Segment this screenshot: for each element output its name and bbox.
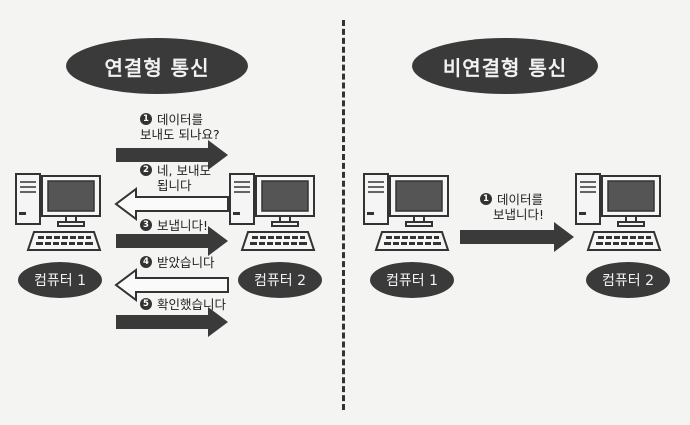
right-step-1: 1 데이터를 보냅니다! — [480, 192, 544, 222]
arrow-connectionless-right — [460, 222, 574, 252]
arrow-step1-right — [116, 140, 228, 170]
step-line: 됩니다 — [157, 178, 192, 193]
step-number: 4 — [140, 256, 152, 268]
left-step-2: 2 네, 보내도 됩니다 — [140, 163, 211, 193]
arrow-right-icon — [116, 307, 228, 337]
step-line: 확인했습니다 — [157, 297, 227, 312]
step-number: 3 — [140, 219, 152, 231]
step-number: 1 — [480, 193, 492, 205]
step-text: 데이터를 보냅니다! — [493, 192, 544, 222]
computer-icon — [229, 173, 316, 251]
arrow-right-icon — [116, 140, 228, 170]
computer-icon — [15, 173, 102, 251]
left-step-5: 5 확인했습니다 — [140, 297, 226, 312]
step-line: 데이터를 — [497, 192, 544, 207]
left-pc1-label-text: 컴퓨터 1 — [34, 273, 86, 289]
arrow-left-icon — [114, 187, 229, 221]
section-divider — [342, 20, 345, 410]
step-number: 5 — [140, 298, 152, 310]
arrow-step2-left — [114, 187, 229, 221]
keyboard-icon — [374, 231, 450, 251]
computer-icon — [575, 173, 662, 251]
arrow-right-icon — [460, 222, 574, 252]
arrow-step4-left — [114, 268, 229, 302]
right-computer-2 — [574, 170, 674, 260]
step-text: 네, 보내도 됩니다 — [157, 163, 211, 193]
step-line: 받았습니다 — [157, 255, 215, 270]
keyboard-icon — [240, 231, 316, 251]
computer-icon — [363, 173, 450, 251]
arrow-left-icon — [114, 268, 229, 302]
left-computer-1 — [14, 170, 114, 260]
step-text: 데이터를 보내도 되나요? — [140, 112, 220, 142]
step-line: 보냅니다! — [157, 218, 209, 233]
left-pc2-label-text: 컴퓨터 2 — [254, 273, 306, 289]
connectionless-title-text: 비연결형 통신 — [442, 55, 568, 80]
step-line: 보내도 되나요? — [140, 127, 220, 142]
connection-oriented-title: 연결형 통신 — [66, 38, 248, 94]
step-line: 데이터를 — [157, 112, 204, 127]
right-pc1-label-text: 컴퓨터 1 — [386, 273, 438, 289]
keyboard-icon — [586, 231, 662, 251]
step-line: 보냅니다! — [493, 207, 545, 222]
left-step-3: 3 보냅니다! — [140, 218, 208, 233]
connection-oriented-title-text: 연결형 통신 — [104, 55, 210, 80]
arrow-step3-right — [116, 226, 228, 256]
left-computer-2 — [228, 170, 328, 260]
arrow-right-icon — [116, 226, 228, 256]
left-pc1-label: 컴퓨터 1 — [18, 262, 102, 298]
arrow-step5-right — [116, 307, 228, 337]
keyboard-icon — [26, 231, 102, 251]
left-pc2-label: 컴퓨터 2 — [238, 262, 322, 298]
step-number: 1 — [140, 113, 152, 125]
right-pc2-label: 컴퓨터 2 — [586, 262, 670, 298]
left-step-4: 4 받았습니다 — [140, 255, 215, 270]
right-pc2-label-text: 컴퓨터 2 — [602, 273, 654, 289]
step-line: 네, 보내도 — [157, 163, 211, 178]
right-pc1-label: 컴퓨터 1 — [370, 262, 454, 298]
right-computer-1 — [362, 170, 462, 260]
connectionless-title: 비연결형 통신 — [412, 38, 598, 94]
left-step-1: 1 데이터를 보내도 되나요? — [140, 112, 220, 142]
step-number: 2 — [140, 164, 152, 176]
